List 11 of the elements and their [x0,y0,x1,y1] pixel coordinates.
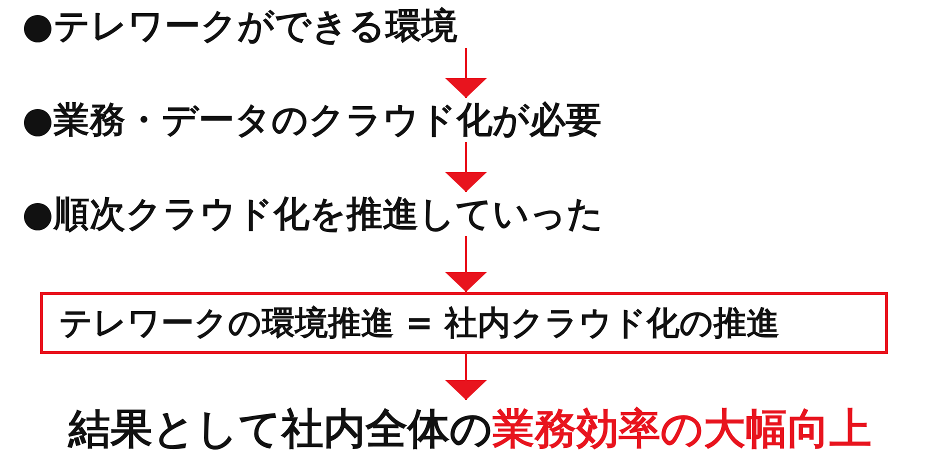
down-arrow [445,48,487,98]
step-text: 結果として社内全体の [68,403,492,455]
step-text: テレワークの環境推進 = 社内クラウド化の推進 [59,302,780,344]
step-text: ●順次クラウド化を推進していった [22,192,604,236]
highlight-text: 業務効率の大幅向上 [492,403,872,455]
down-arrow [445,354,487,400]
down-arrow [445,236,487,292]
down-arrow [445,142,487,192]
step-text: ●テレワークができる環境 [22,4,458,48]
highlight-box [40,292,888,354]
step-text: ●業務・データのクラウド化が必要 [22,98,602,142]
